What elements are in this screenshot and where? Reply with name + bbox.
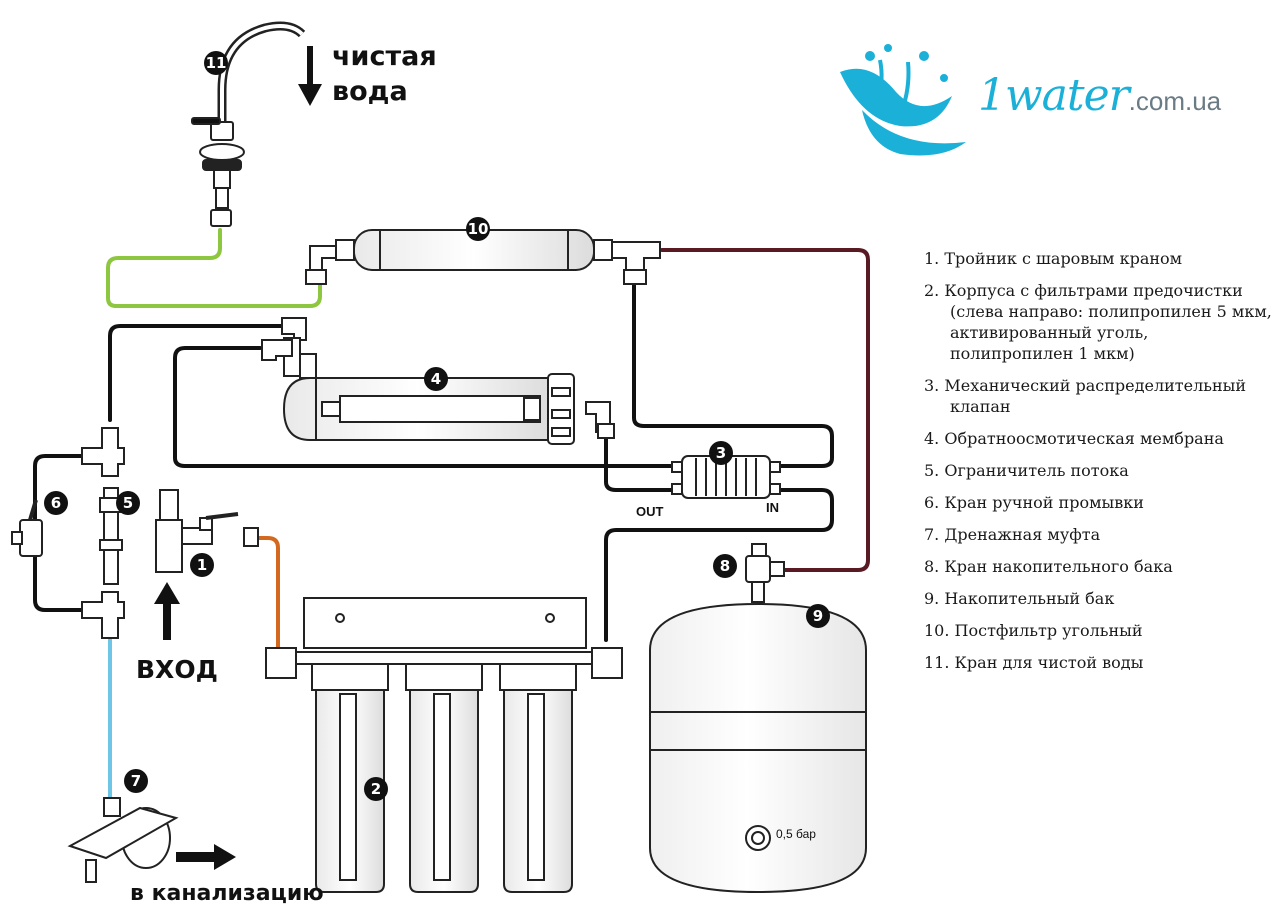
faucet: [191, 21, 306, 227]
legend-item: 3. Механический распределительный клапан: [924, 375, 1274, 417]
legend-item-detail: клапан: [950, 397, 1011, 416]
label-clean-water-2: вода: [332, 76, 408, 107]
legend-item: 10. Постфильтр угольный: [924, 620, 1274, 641]
legend-item: 9. Накопительный бак: [924, 588, 1274, 609]
brand-name: 1water: [978, 70, 1130, 121]
label-clean-water-1: чистая: [332, 41, 437, 72]
legend-item-title: 11. Кран для чистой воды: [924, 653, 1144, 672]
clean-water-arrow: [298, 46, 322, 106]
legend-item-title: 2. Корпуса с фильтрами предочистки: [924, 281, 1243, 300]
legend-item: 8. Кран накопительного бака: [924, 556, 1274, 577]
legend-item-title: 5. Ограничитель потока: [924, 461, 1129, 480]
svg-text:3: 3: [716, 444, 726, 462]
legend-item-detail: активированный уголь,: [950, 323, 1149, 342]
inlet-arrow: [154, 582, 180, 640]
tube-postfilter-to-valve: [632, 280, 834, 468]
marker-2: 2: [364, 777, 388, 801]
svg-text:7: 7: [131, 772, 141, 790]
legend-item: 1. Тройник с шаровым краном: [924, 248, 1274, 269]
marker-6: 6: [44, 491, 68, 515]
membrane-housing: [261, 317, 615, 445]
marker-7: 7: [124, 769, 148, 793]
legend-item-title: 10. Постфильтр угольный: [924, 621, 1143, 640]
svg-text:11: 11: [206, 54, 227, 72]
prefilter-housings: [265, 647, 623, 893]
marker-1: 1: [190, 553, 214, 577]
marker-5: 5: [116, 491, 140, 515]
distribution-valve: [671, 455, 781, 499]
legend-item: 6. Кран ручной промывки: [924, 492, 1274, 513]
legend-item-detail: полипропилен 1 мкм): [950, 344, 1135, 363]
legend-item: 4. Обратноосмотическая мембрана: [924, 428, 1274, 449]
svg-text:4: 4: [431, 370, 441, 388]
legend-item-title: 8. Кран накопительного бака: [924, 557, 1173, 576]
brand-domain: .com.ua: [1128, 86, 1222, 116]
marker-8: 8: [713, 554, 737, 578]
legend-item-title: 4. Обратноосмотическая мембрана: [924, 429, 1224, 448]
prefilter-bracket: [291, 597, 593, 665]
marker-9: 9: [806, 604, 830, 628]
tube-clean-water: [106, 228, 322, 308]
svg-text:9: 9: [813, 607, 823, 625]
label-valve-in: IN: [766, 500, 779, 515]
tube-membrane-to-tee: [108, 324, 284, 422]
tank-valve: [745, 543, 785, 603]
legend-item-detail: (слева направо: полипропилен 5 мкм,: [950, 302, 1272, 321]
svg-text:10: 10: [468, 220, 489, 238]
postfilter: [305, 229, 661, 285]
legend-item: 11. Кран для чистой воды: [924, 652, 1274, 673]
drain-saddle: [67, 797, 179, 883]
brand-logo-text: 1water.com.ua: [978, 70, 1221, 121]
svg-text:5: 5: [123, 494, 133, 512]
tube-tank: [660, 248, 870, 572]
label-valve-out: OUT: [636, 504, 664, 519]
tube-membrane-to-valve: [173, 346, 684, 468]
tubes: [33, 228, 870, 802]
legend-item-title: 1. Тройник с шаровым краном: [924, 249, 1183, 268]
svg-text:2: 2: [371, 780, 381, 798]
marker-10: 10: [466, 217, 490, 241]
label-inlet: ВХОД: [136, 655, 218, 684]
drain-arrow: [176, 844, 236, 870]
legend-item: 5. Ограничитель потока: [924, 460, 1274, 481]
legend-item-title: 6. Кран ручной промывки: [924, 493, 1144, 512]
label-tank-pressure: 0,5 бар: [776, 827, 816, 841]
label-drain: в канализацию: [130, 881, 324, 906]
legend: 1. Тройник с шаровым краном 2. Корпуса с …: [924, 248, 1274, 684]
legend-item-title: 3. Механический распределительный: [924, 376, 1247, 395]
legend-item: 7. Дренажная муфта: [924, 524, 1274, 545]
svg-text:1: 1: [197, 556, 207, 574]
water-splash-logo: [840, 44, 966, 156]
legend-item-title: 7. Дренажная муфта: [924, 525, 1101, 544]
tube-membrane-out: [604, 434, 684, 492]
svg-text:6: 6: [51, 494, 61, 512]
marker-3: 3: [709, 441, 733, 465]
marker-11: 11: [204, 51, 228, 75]
legend-item-title: 9. Накопительный бак: [924, 589, 1115, 608]
legend-item: 2. Корпуса с фильтрами предочистки (слева…: [924, 280, 1274, 364]
tube-inlet: [256, 536, 280, 652]
faucet-spout: [217, 21, 306, 125]
marker-4: 4: [424, 367, 448, 391]
inlet-tee: [155, 489, 259, 573]
flush-valve: [11, 499, 43, 557]
flush-tees: [81, 427, 125, 639]
tube-prefilter-to-valve: [604, 488, 834, 642]
svg-text:8: 8: [720, 557, 730, 575]
storage-tank: [649, 602, 867, 894]
